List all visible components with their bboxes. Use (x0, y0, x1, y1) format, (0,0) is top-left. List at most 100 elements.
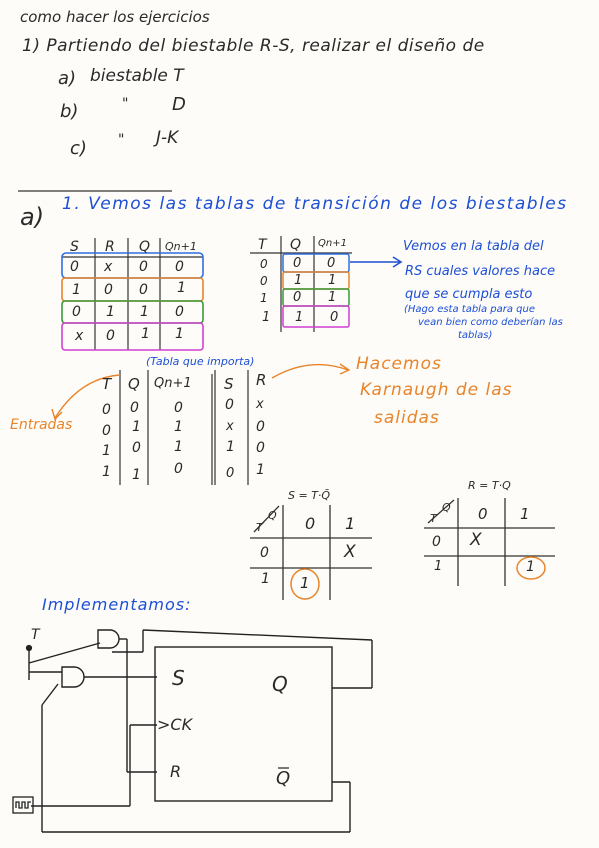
kmap-corner-top: Q (442, 501, 451, 514)
kmap-r-grid (424, 498, 555, 586)
rs-cell: 0 (139, 259, 148, 275)
karnaugh-note-line: Karnaugh de las (360, 380, 513, 400)
kmap-s-group-circle (290, 568, 320, 600)
flipflop-box (154, 646, 333, 802)
rs-cell: 1 (175, 326, 184, 342)
combined-cell: 1 (226, 439, 235, 455)
t-cell: 1 (328, 273, 337, 288)
t-cell: 0 (293, 290, 302, 305)
t-cell: 1 (294, 273, 303, 288)
combined-cell: 1 (132, 419, 141, 435)
rs-cell: x (75, 328, 84, 344)
rs-cell: 1 (106, 304, 115, 320)
rs-header: Q (139, 239, 151, 255)
note-line: RS cuales valores hace (405, 264, 556, 279)
kmap-col-label: 1 (520, 505, 530, 523)
kmap-col-label: 0 (305, 514, 316, 533)
combined-cell: 1 (102, 443, 111, 459)
t-cell: 0 (330, 310, 339, 325)
port-ck-label: >CK (157, 715, 193, 734)
kmap-row-label: 1 (261, 571, 270, 587)
combined-cell: 0 (174, 461, 183, 477)
rs-cell: 0 (175, 259, 184, 275)
kmap-cell: X (470, 530, 482, 550)
rs-cell: 0 (106, 328, 115, 344)
rs-table-grid (62, 238, 203, 350)
rs-header: R (105, 239, 115, 255)
combined-header: S (224, 375, 234, 393)
t-cell: 0 (260, 257, 268, 271)
orange-arrow-left-icon (51, 374, 121, 421)
task-item-letter: a) (58, 68, 77, 89)
rs-cell: 1 (141, 326, 150, 342)
combined-cell: 0 (174, 400, 183, 416)
input-t-label: T (31, 627, 40, 643)
combined-cell: 1 (174, 439, 183, 455)
combined-cell: 0 (102, 402, 111, 418)
note-paren-line: (Hago esta tabla para que (404, 304, 535, 315)
karnaugh-note-line: Hacemos (356, 354, 442, 374)
blue-arrow-icon (350, 256, 403, 268)
combined-cell: 0 (102, 423, 111, 439)
section-label: a) (20, 203, 45, 231)
combined-cell: 0 (256, 419, 265, 435)
combined-cell: x (256, 397, 264, 412)
task-item-text: biestable T (90, 66, 184, 86)
combined-cell: 0 (132, 440, 141, 456)
kmap-row-label: 0 (432, 534, 441, 550)
rs-cell: 0 (72, 304, 81, 320)
t-cell: 1 (295, 310, 304, 325)
rs-cell: 0 (70, 259, 79, 275)
t-cell: 0 (327, 256, 336, 271)
t-header: Q (290, 237, 302, 253)
combined-cell: 1 (102, 464, 111, 480)
combined-cell: 0 (130, 400, 139, 416)
kmap-cell: 1 (526, 559, 535, 575)
section-heading: 1. Vemos las tablas de transición de los… (62, 194, 568, 214)
port-s-label: S (172, 666, 185, 690)
t-cell: 1 (328, 290, 337, 305)
kmap-col-label: 1 (345, 514, 356, 533)
t-row-box (282, 305, 350, 328)
t-cell: 0 (293, 256, 302, 271)
task-item-letter: c) (70, 138, 87, 159)
page-title: como hacer los ejercicios (20, 8, 210, 26)
t-row-box (282, 271, 350, 290)
port-qbar-label: Q (276, 768, 291, 789)
kmap-row-label: 0 (260, 545, 269, 561)
kmap-cell: 1 (300, 574, 310, 592)
t-header: T (258, 237, 267, 253)
kmap-col-label: 0 (478, 505, 488, 523)
orange-arrow-right-icon (271, 363, 351, 379)
kmap-s-grid (250, 505, 372, 600)
combined-header: Qn+1 (154, 376, 192, 391)
combined-cell: 0 (225, 397, 234, 413)
task-item-value: J-K (156, 128, 179, 148)
rs-header: S (70, 239, 79, 255)
combined-header: R (256, 371, 267, 389)
kmap-title: S = T·Q̄ (288, 489, 331, 502)
combined-cell: x (226, 419, 234, 434)
task-intro: 1) Partiendo del biestable R-S, realizar… (22, 36, 485, 56)
rs-cell: x (104, 259, 113, 275)
port-r-label: R (170, 762, 182, 781)
note-paren-line: vean bien como deberían las (418, 317, 563, 328)
t-cell: 0 (260, 274, 268, 288)
rs-cell: 1 (177, 280, 186, 296)
kmap-r-group-circle (516, 556, 546, 580)
kmap-corner-top: Q (268, 509, 277, 522)
kmap-row-label: 1 (434, 559, 443, 574)
rs-cell: 0 (104, 282, 113, 298)
port-q-label: Q (272, 672, 288, 696)
kmap-cell: X (344, 542, 356, 562)
task-item-value: D (172, 94, 186, 115)
t-header: Qn+1 (318, 238, 347, 249)
t-table-grid (250, 236, 352, 332)
combined-header: T (102, 375, 112, 393)
rs-cell: 1 (72, 282, 81, 298)
rs-cell: 0 (139, 282, 148, 298)
note-paren-line: tablas) (458, 330, 493, 341)
note-line: Vemos en la tabla del (403, 239, 544, 254)
note-line: que se cumpla esto (405, 287, 533, 302)
combined-cell: 1 (174, 419, 183, 435)
